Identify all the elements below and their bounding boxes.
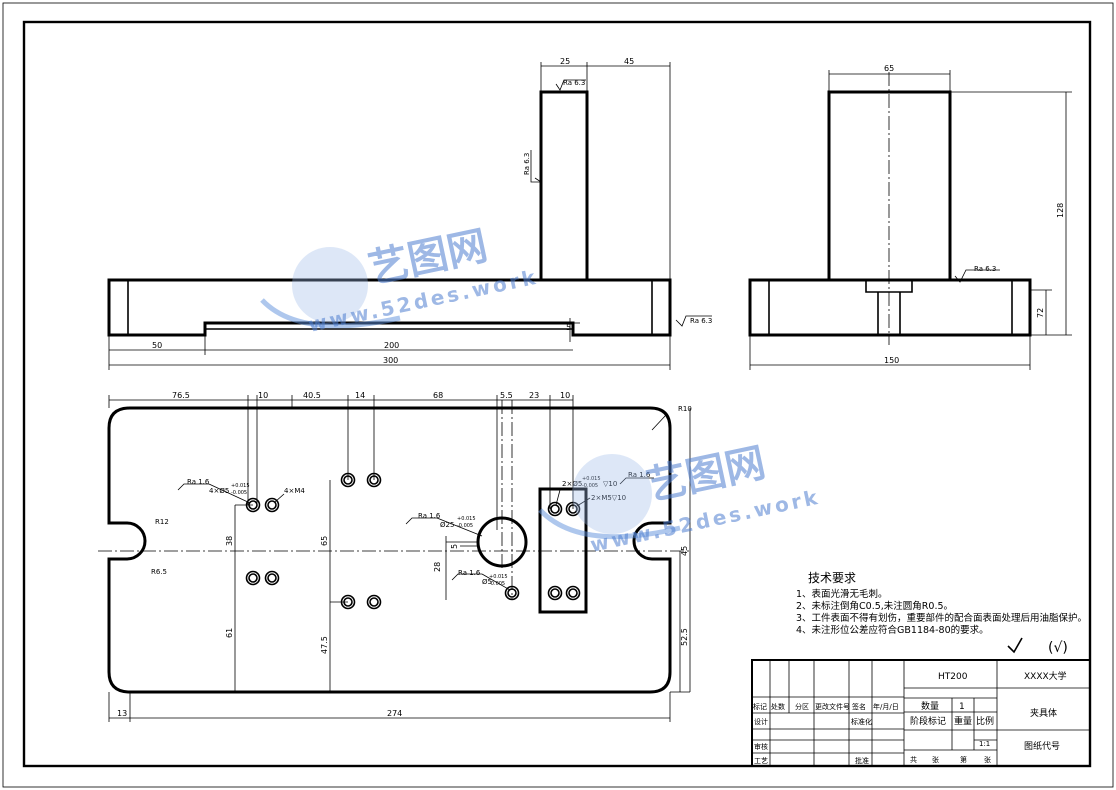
roughness-bore: Ra 1.6 <box>418 512 441 520</box>
dim-top-40-5: 40.5 <box>303 391 321 400</box>
roughness-side: Ra 6.3 <box>974 265 996 273</box>
tb-approve: 批准 <box>855 756 869 765</box>
tb-zone: 分区 <box>795 702 809 711</box>
dim-front-25: 25 <box>560 57 570 66</box>
tb-design: 设计 <box>754 717 768 726</box>
callout-pin: Ø5 <box>482 578 492 586</box>
tb-qty-value: 1 <box>959 702 965 712</box>
dim-front-50: 50 <box>152 341 162 350</box>
tb-school: XXXX大学 <box>1024 670 1067 682</box>
callout-2x-phi5-tol-top: +0.015 <box>582 476 601 482</box>
tb-change-doc: 更改文件号 <box>815 702 850 711</box>
dim-top-14: 14 <box>355 391 365 400</box>
dim-top-13: 13 <box>117 709 127 718</box>
roughness-check-icon <box>1007 637 1023 654</box>
dim-front-45: 45 <box>624 57 634 66</box>
tb-date: 年/月/日 <box>873 702 899 711</box>
roughness-symbol <box>675 315 712 327</box>
callout-4x-phi5-tol-top: +0.015 <box>231 483 250 489</box>
tech-item-3: 3、工件表面不得有划伤，重要部件的配合面表面处理后用油脂保护。 <box>796 612 1087 624</box>
dim-top-68: 68 <box>433 391 443 400</box>
side-view <box>748 70 1072 370</box>
roughness-front-side: Ra 6.3 <box>523 153 531 175</box>
tb-sheet2: 张 <box>984 755 991 764</box>
tb-qty-label: 数量 <box>921 700 939 712</box>
callout-bore-tol-bot: -0.005 <box>457 523 473 529</box>
callout-leaders <box>177 477 654 591</box>
roughness-plate: Ra 1.6 <box>628 471 651 479</box>
callout-2x-phi5-depth: ▽10 <box>603 480 617 488</box>
dim-top-r12: R12 <box>155 518 169 526</box>
tech-item-1: 1、表面光滑无毛刺。 <box>796 588 888 600</box>
tb-sheets: 张 <box>932 755 939 764</box>
tb-stage-label: 阶段标记 <box>910 715 946 727</box>
callout-pin-tol-bot: -0.005 <box>489 581 505 587</box>
tech-item-2: 2、未标注倒角C0.5,未注圆角R0.5。 <box>796 600 953 612</box>
roughness-holes4: Ra 1.6 <box>187 478 210 486</box>
watermark <box>260 247 681 540</box>
dim-top-45: 45 <box>680 546 689 556</box>
dim-top-47-5: 47.5 <box>320 636 329 654</box>
callout-2x-phi5-tol-bot: -0.005 <box>582 483 598 489</box>
dim-top-r10: R10 <box>678 405 692 413</box>
tb-count: 处数 <box>771 702 785 711</box>
dim-top-38: 38 <box>225 536 234 546</box>
dim-top-5: 5 <box>450 544 459 549</box>
dim-top-76-5: 76.5 <box>172 391 190 400</box>
tb-standard: 标准化 <box>851 717 872 726</box>
dim-front-200: 200 <box>384 341 399 350</box>
dim-top-61: 61 <box>225 628 234 638</box>
tb-total: 共 <box>910 755 917 764</box>
dim-top-52-5: 52.5 <box>680 628 689 646</box>
tb-scale-value: 1:1 <box>979 740 990 748</box>
dim-top-28: 28 <box>433 562 442 572</box>
inner-border <box>22 20 1092 768</box>
dim-side-72: 72 <box>1036 308 1045 318</box>
tb-drawing-no: 图纸代号 <box>1024 740 1060 752</box>
top-view <box>98 395 691 722</box>
callout-4x-m4: 4×M4 <box>284 487 305 495</box>
rough-mark: (√) <box>1048 640 1068 656</box>
dim-side-65: 65 <box>884 64 894 73</box>
roughness-symbol <box>555 79 586 91</box>
roughness-symbol <box>530 150 543 183</box>
tech-title: 技术要求 <box>808 571 856 585</box>
dim-side-128: 128 <box>1056 203 1065 218</box>
tb-mark: 标记 <box>753 702 767 711</box>
dim-top-274: 274 <box>387 709 402 718</box>
tech-item-4: 4、未注形位公差应符合GB1184-80的要求。 <box>796 624 989 636</box>
tb-weight-label: 重量 <box>954 715 972 727</box>
callout-pin-tol-top: +0.015 <box>489 574 508 580</box>
dim-front-5: 5 <box>566 323 571 332</box>
dim-side-150: 150 <box>884 356 899 365</box>
front-view <box>107 62 672 370</box>
tb-part-name: 夹具体 <box>1030 707 1057 719</box>
dim-top-23: 23 <box>529 391 539 400</box>
callout-bore-tol-top: +0.015 <box>457 516 476 522</box>
dim-top-65: 65 <box>320 536 329 546</box>
roughness-pin: Ra 1.6 <box>458 569 481 577</box>
dim-front-300: 300 <box>383 356 398 365</box>
callout-4x-phi5-tol-bot: -0.005 <box>231 490 247 496</box>
tb-review: 审核 <box>754 742 768 751</box>
callout-4x-phi5: 4×Ø5 <box>209 487 229 495</box>
roughness-front-base: Ra 6.3 <box>690 317 712 325</box>
title-block <box>751 659 1091 767</box>
dim-top-10a: 10 <box>258 391 268 400</box>
callout-bore: Ø25 <box>440 521 454 529</box>
tb-material: HT200 <box>938 672 968 682</box>
callout-2x-m5: 2×M5▽10 <box>591 494 626 502</box>
dim-top-10b: 10 <box>560 391 570 400</box>
tb-page: 第 <box>960 755 967 764</box>
roughness-front-top: Ra 6.3 <box>563 79 585 87</box>
tb-sign: 签名 <box>852 702 866 711</box>
dim-top-5-5: 5.5 <box>500 391 513 400</box>
dim-top-r6-5: R6.5 <box>151 568 167 576</box>
callout-2x-phi5: 2×Ø5 <box>562 480 582 488</box>
tb-scale-label: 比例 <box>976 715 994 727</box>
tb-process: 工艺 <box>754 757 768 765</box>
